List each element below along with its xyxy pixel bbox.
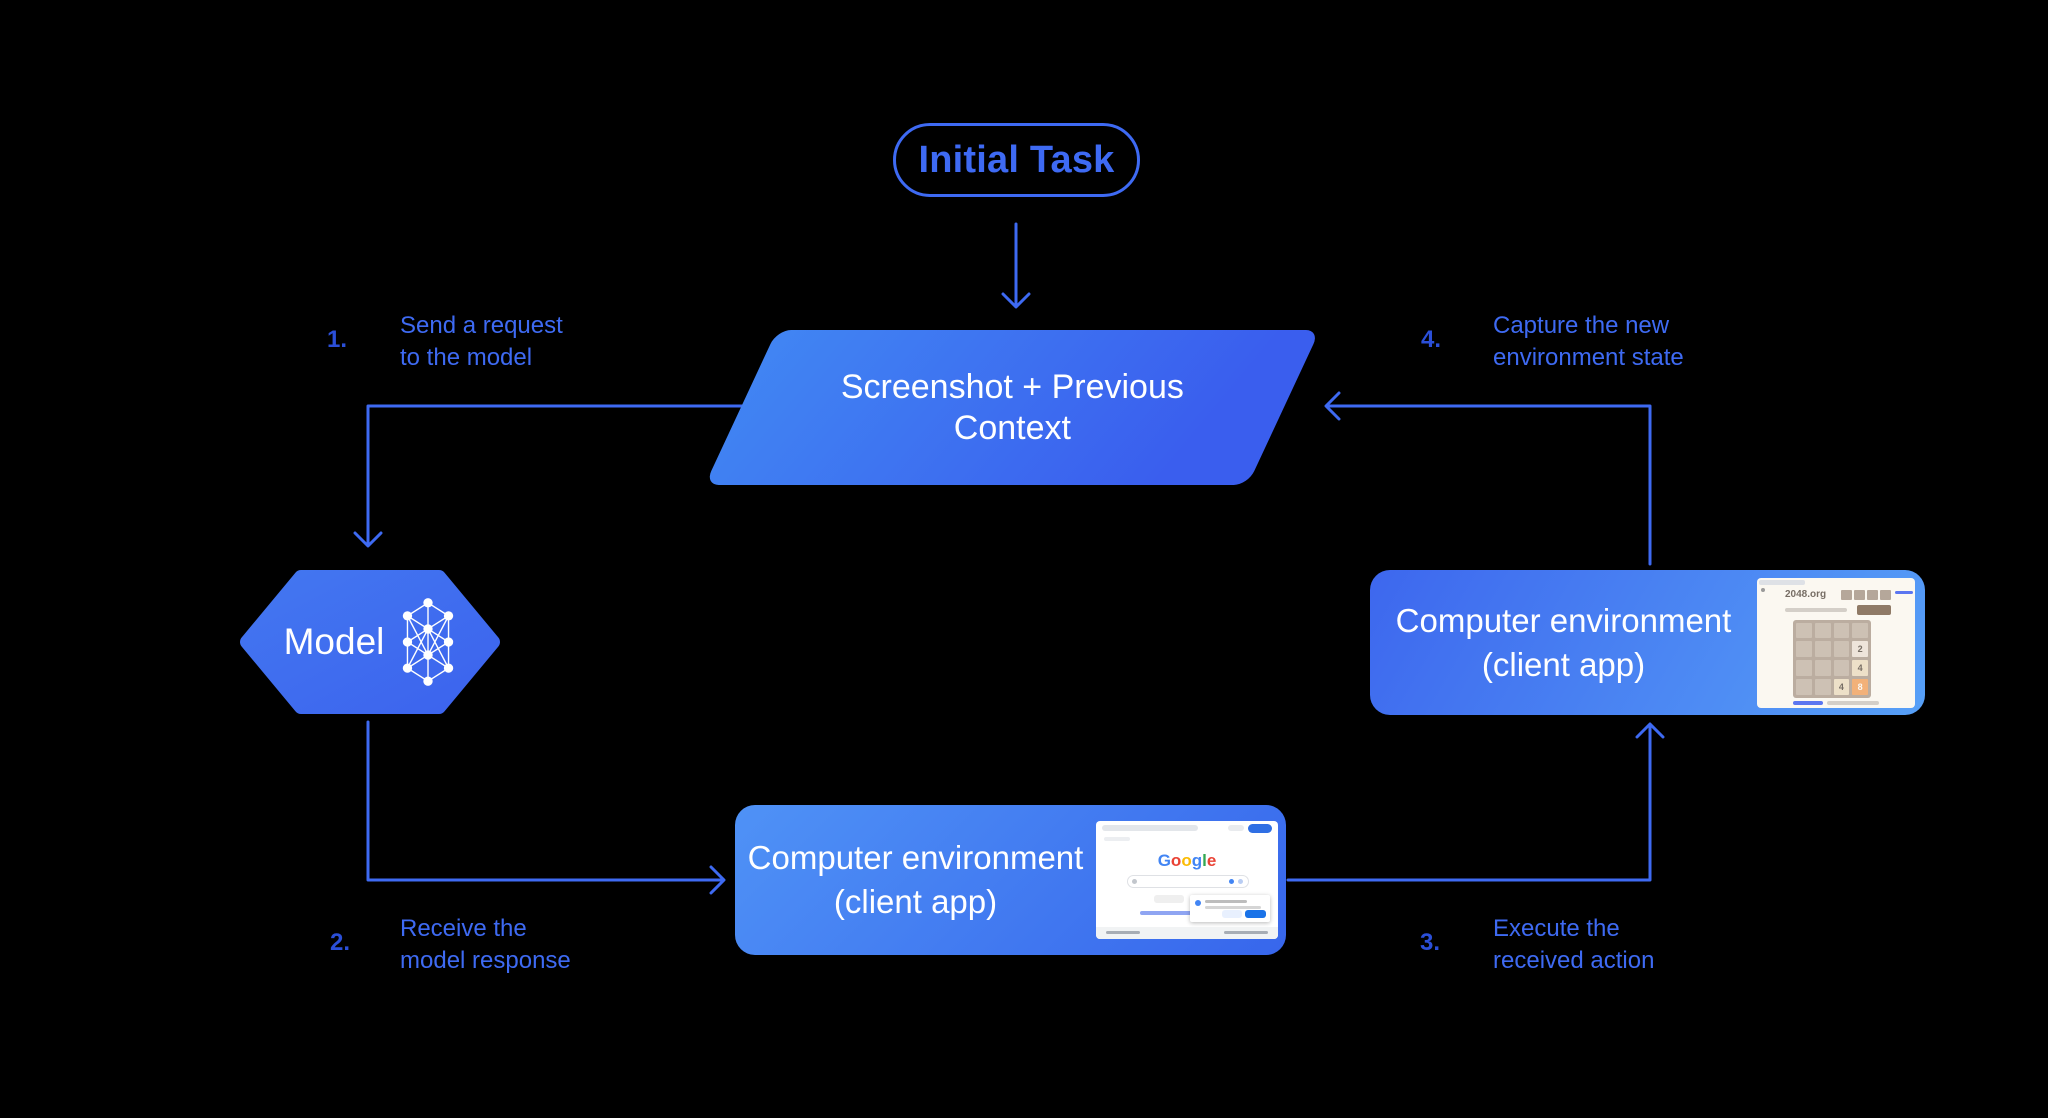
google-homepage-thumbnail: Google xyxy=(1096,821,1278,939)
google-logo: Google xyxy=(1157,851,1217,870)
env-node-bottom: Computer environment (client app) Google xyxy=(735,805,1286,955)
screenshot-context-label-line2: Context xyxy=(953,408,1071,447)
game-2048-thumbnail: 2048.org 2 4 4 8 xyxy=(1757,577,1915,708)
screenshot-context-node: Screenshot + Previous Context xyxy=(704,330,1320,485)
step-2-number: 2. xyxy=(330,929,351,956)
tile-8: 8 xyxy=(1852,678,1868,695)
step-4-line1: Capture the new xyxy=(1493,312,1670,339)
neural-network-icon xyxy=(403,598,454,686)
step-3-number: 3. xyxy=(1420,929,1441,956)
screenshot-context-label-line1: Screenshot + Previous xyxy=(840,367,1184,406)
step-4-label: Capture the new environment state xyxy=(1493,310,1684,374)
arrow-step2-model-to-env xyxy=(366,720,726,895)
step-3-line2: received action xyxy=(1493,947,1655,974)
arrow-step4-env-to-screenshot xyxy=(1324,391,1652,566)
g2048-site-title: 2048.org xyxy=(1785,588,1827,600)
arrow-initial-to-screenshot xyxy=(1001,222,1031,309)
step-4-line2: environment state xyxy=(1493,344,1684,371)
step-2-line1: Receive the xyxy=(400,915,527,942)
cookie-dialog xyxy=(1190,895,1270,922)
model-node: Model xyxy=(237,565,503,719)
step-1-label: Send a request to the model xyxy=(400,310,563,374)
env-right-label-line1: Computer environment xyxy=(1395,601,1732,639)
search-bar xyxy=(1127,875,1249,888)
step-1-line2: to the model xyxy=(400,344,533,371)
env-bottom-label-line1: Computer environment xyxy=(747,839,1084,876)
model-node-shape xyxy=(240,570,500,714)
env-right-label-line2: (client app) xyxy=(1481,645,1646,683)
g2048-board: 2 4 4 8 xyxy=(1793,619,1871,698)
new-game-button-thumb xyxy=(1857,604,1891,615)
step-2-line2: model response xyxy=(400,947,571,974)
model-label: Model xyxy=(283,621,385,662)
arrow-step1-screenshot-to-model xyxy=(353,404,744,548)
initial-task-pill: Initial Task xyxy=(893,123,1140,197)
step-4-number: 4. xyxy=(1421,326,1442,353)
google-footer xyxy=(1096,927,1278,939)
tile-2: 2 xyxy=(1852,641,1868,657)
step-3-line1: Execute the xyxy=(1493,915,1620,942)
step-2-label: Receive the model response xyxy=(400,913,571,977)
step-3-label: Execute the received action xyxy=(1493,913,1654,977)
step-1-number: 1. xyxy=(327,326,348,353)
tile-4b: 4 xyxy=(1833,678,1850,695)
tile-4: 4 xyxy=(1852,660,1868,676)
step-1-line1: Send a request xyxy=(400,312,563,339)
env-bottom-label-line2: (client app) xyxy=(833,883,998,920)
arrow-step3-env-to-env xyxy=(1286,722,1665,882)
env-node-right: Computer environment (client app) 2048.o… xyxy=(1370,570,1925,715)
